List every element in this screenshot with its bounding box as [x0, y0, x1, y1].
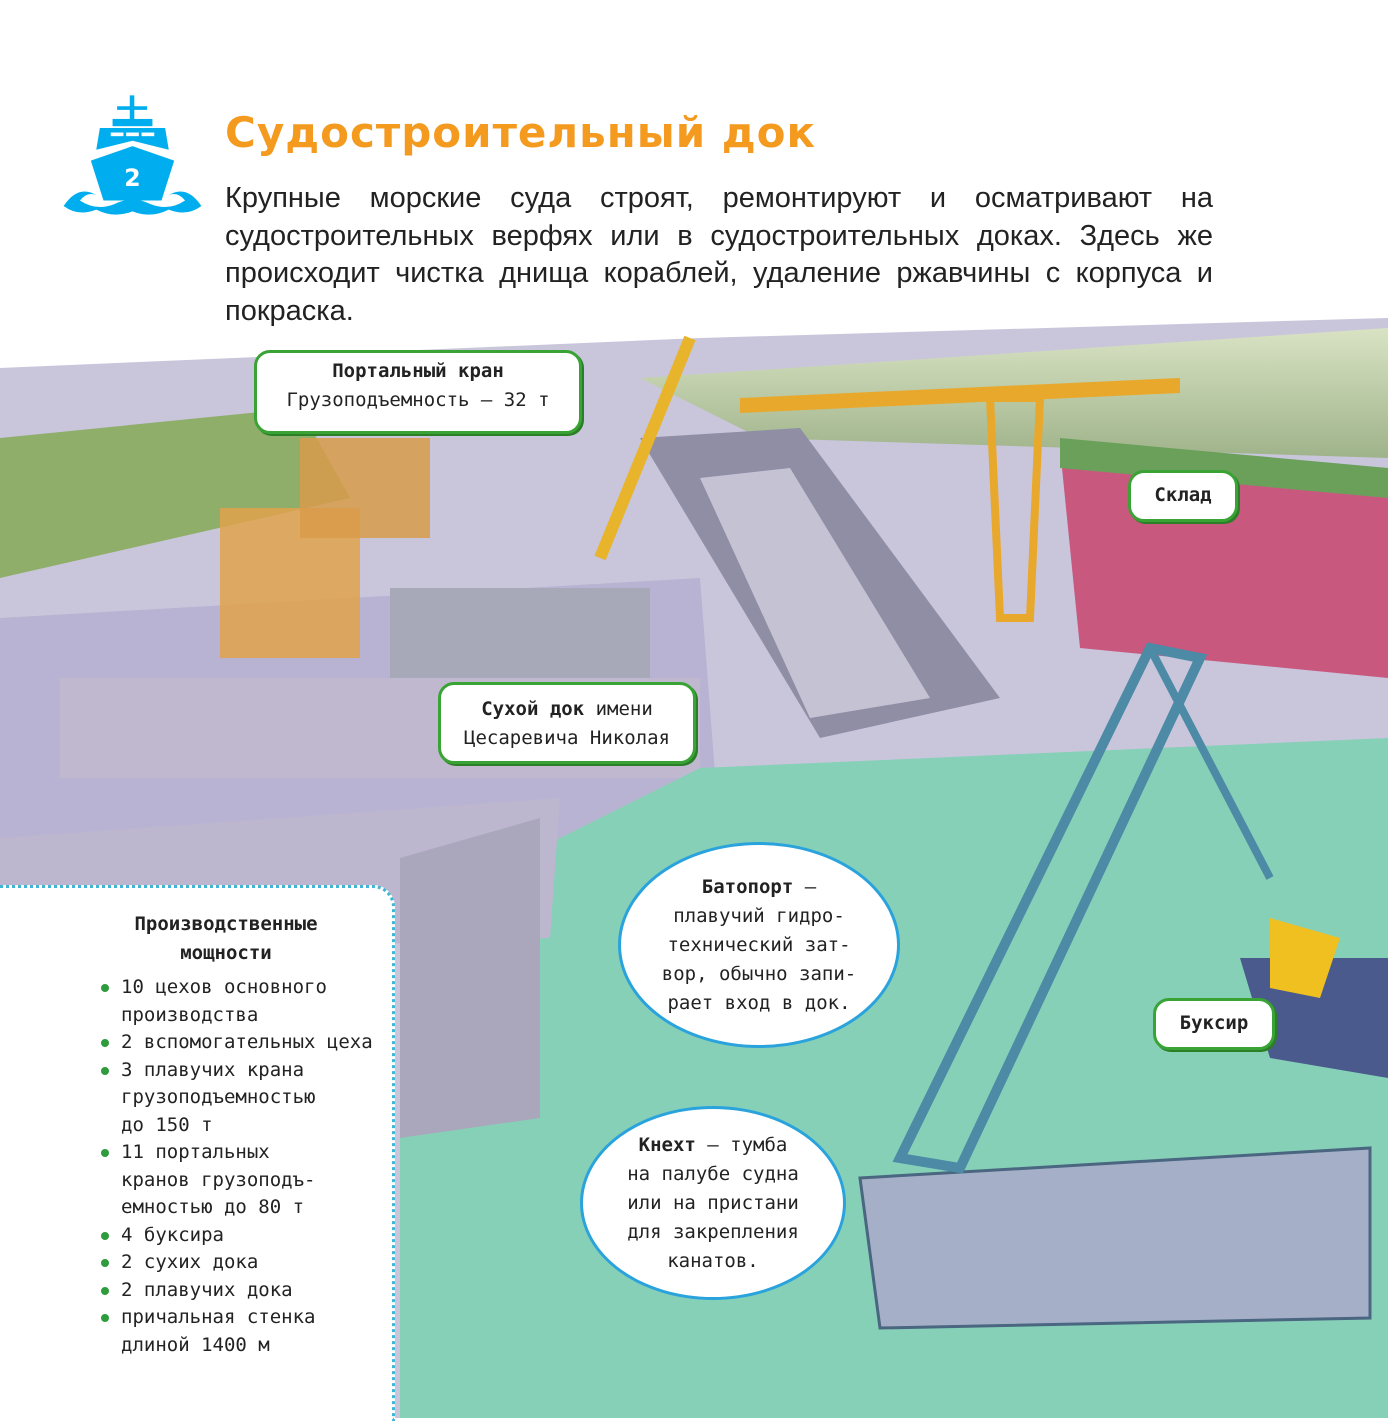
callout-text: вор, обычно запи- — [661, 962, 857, 985]
callout-title: Батопорт — [701, 875, 794, 898]
list-item: 3 плавучих крана грузоподъемностью до 15… — [101, 1057, 321, 1140]
facts-list: 10 цехов основного производства 2 вспомо… — [0, 974, 392, 1359]
callout-text: канатов. — [667, 1249, 759, 1272]
list-item: причальная стенка длиной 1400 м — [101, 1304, 321, 1359]
callout-text: Цесаревича Николая — [464, 727, 670, 749]
callout-text: или на пристани — [627, 1191, 799, 1214]
facts-title: мощности — [180, 942, 272, 964]
callout-caisson: Батопорт — плавучий гидро- технический з… — [618, 842, 900, 1048]
ship-icon: 2 — [63, 95, 202, 215]
callout-warehouse: Склад — [1128, 470, 1238, 522]
callout-text: Грузоподъемность — 32 т — [286, 389, 550, 411]
callout-portal-crane: Портальный кран Грузоподъемность — 32 т — [254, 350, 582, 434]
facts-title: Производственные — [134, 913, 318, 935]
intro-paragraph: Крупные морские суда строят, ремонтируют… — [225, 182, 1213, 327]
callout-text: рает вход в док. — [667, 991, 851, 1014]
callout-text: для закрепления — [627, 1220, 799, 1243]
list-item: 4 буксира — [101, 1222, 392, 1250]
callout-text: технический зат- — [667, 933, 851, 956]
callout-title: Склад — [1154, 484, 1212, 506]
list-item: 2 сухих дока — [101, 1249, 392, 1277]
callout-title: Сухой док — [481, 698, 585, 720]
facts-panel: Производственные мощности 10 цехов основн… — [0, 885, 395, 1421]
callout-text: — — [804, 875, 817, 898]
callout-tug: Буксир — [1153, 998, 1275, 1050]
callout-title: Кнехт — [638, 1133, 696, 1156]
list-item: 11 портальных кранов грузоподъ-емностью … — [101, 1139, 321, 1222]
list-item: 10 цехов основного производства — [101, 974, 331, 1029]
list-item: 2 плавучих дока — [101, 1277, 392, 1305]
callout-title: Портальный кран — [332, 360, 504, 382]
callout-text: — тумба — [707, 1133, 788, 1156]
callout-text: на палубе судна — [627, 1162, 799, 1185]
callout-text: плавучий гидро- — [673, 904, 845, 927]
callout-title: Буксир — [1179, 1012, 1249, 1034]
callout-dry-dock: Сухой док имени Цесаревича Николая — [438, 682, 696, 764]
chapter-number: 2 — [124, 164, 140, 192]
list-item: 2 вспомогательных цеха — [101, 1029, 381, 1057]
callout-bollard: Кнехт — тумба на палубе судна или на при… — [580, 1106, 846, 1300]
page-title: Судостроительный док — [225, 108, 817, 157]
callout-text: имени — [595, 698, 653, 720]
